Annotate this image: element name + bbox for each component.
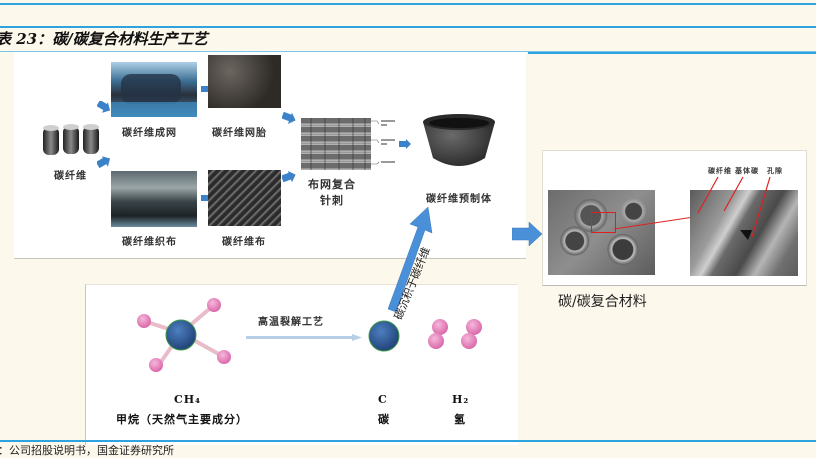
methane-name: 甲烷（天然气主要成分） <box>116 413 248 426</box>
label-web-forming: 碳纤维成网 <box>122 128 177 139</box>
sem-zoom-connector <box>614 216 694 230</box>
sem-annotation-carbon-fiber: 碳纤维 <box>708 166 732 175</box>
right-rule <box>528 52 816 54</box>
top-rule <box>0 3 816 5</box>
label-web-felt: 碳纤维网胎 <box>212 128 267 139</box>
methane-molecule-diagram <box>137 298 231 372</box>
carbon-fiber-spools-image <box>40 123 102 157</box>
sem-zoom-region-box <box>591 212 616 233</box>
arrow-to-web-forming-icon <box>97 101 111 113</box>
hydrogen-molecules-diagram <box>428 319 482 349</box>
pyrolysis-panel: 高温裂解工艺 CH₄ 甲烷（天然气主要成分） C 碳 H₂ 氢 <box>85 284 518 445</box>
label-preform: 碳纤维预制体 <box>426 194 492 205</box>
carbon-fiber-preform-image <box>423 114 495 166</box>
arrow-cloth-to-needling-icon <box>282 171 296 183</box>
deposition-arrow-icon <box>387 206 433 313</box>
label-pyrolysis: 高温裂解工艺 <box>258 317 324 328</box>
hydrogen-formula: H₂ <box>452 393 470 406</box>
label-needling-line1: 布网复合 <box>308 178 356 191</box>
label-needling-line2: 针刺 <box>320 194 344 207</box>
label-carbon-fiber: 碳纤维 <box>54 171 87 182</box>
sem-annotation-leaders <box>697 176 771 238</box>
fiber-process-panel: 碳纤维 碳纤维成网 碳纤维网胎 碳纤维织布 碳纤维布 布网复合 针刺 碳纤维预制… <box>14 52 526 259</box>
carbon-fiber-web-felt-image <box>208 55 281 108</box>
sem-annotation-pore: 孔隙 <box>767 166 783 175</box>
arrow-to-weaving-icon <box>97 156 111 168</box>
hydrogen-name: 氢 <box>454 413 466 426</box>
sem-detail-image <box>690 190 798 276</box>
pyrolysis-arrow-icon <box>246 334 362 341</box>
methane-formula: CH₄ <box>174 393 201 406</box>
carbon-formula: C <box>378 393 388 406</box>
needling-layers-diagram <box>301 118 371 170</box>
label-weaving: 碳纤维织布 <box>122 237 177 248</box>
sem-annotation-matrix-carbon: 基体碳 <box>735 166 759 175</box>
carbon-name: 碳 <box>378 413 390 426</box>
carbon-fiber-cloth-image <box>208 170 281 226</box>
carbon-atom-diagram <box>368 320 400 352</box>
arrow-to-preform-icon <box>399 139 411 149</box>
product-label: 碳/碳复合材料 <box>558 294 647 310</box>
caption-top-rule <box>0 26 816 28</box>
label-cloth: 碳纤维布 <box>222 237 266 248</box>
needling-annotation-leaders <box>371 120 395 165</box>
footer-rule <box>0 440 816 442</box>
sem-overview-image <box>548 190 655 275</box>
arrow-to-product-icon <box>512 222 542 246</box>
web-forming-machine-image <box>111 62 197 117</box>
caption-bottom-rule <box>0 51 816 52</box>
source-note: ：公司招股说明书，国金证券研究所 <box>0 444 174 457</box>
weaving-machine-image <box>111 171 197 227</box>
arrow-felt-to-needling-icon <box>282 112 296 124</box>
sem-images-panel: 碳纤维 基体碳 孔隙 <box>542 150 807 286</box>
figure-caption: 表 23：碳/碳复合材料生产工艺 <box>0 30 208 48</box>
